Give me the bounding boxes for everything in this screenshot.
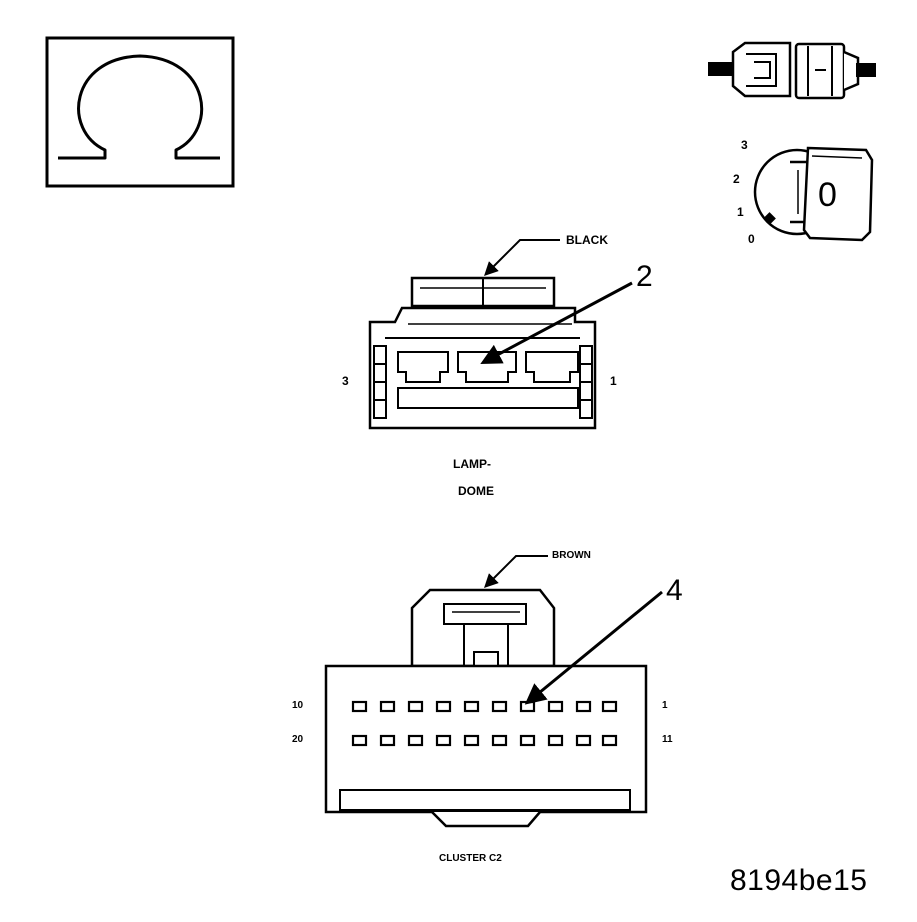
cluster-c2-callout: 4 xyxy=(666,574,683,607)
ohm-symbol: Ω xyxy=(61,38,62,39)
cluster-c2-pin-10: 10 xyxy=(292,700,304,711)
lamp-dome-connector xyxy=(368,239,633,430)
cluster-c2-color-label: BROWN xyxy=(552,550,591,561)
cluster-c2-connector xyxy=(324,555,663,828)
ignition-key-icon xyxy=(753,146,874,242)
lamp-dome-pin-1: 1 xyxy=(610,374,617,388)
cluster-c2-pin-1: 1 xyxy=(662,700,668,711)
disconnected-connector-icon xyxy=(708,41,876,100)
cluster-c2-pin-20: 20 xyxy=(292,734,304,745)
ignition-position-1: 1 xyxy=(737,205,744,219)
ignition-key-label: 0 xyxy=(818,176,837,214)
lamp-dome-name-line1: LAMP- xyxy=(453,457,491,471)
cluster-c2-pin-11: 11 xyxy=(662,734,673,745)
ignition-position-2: 2 xyxy=(733,172,740,186)
ignition-position-0: 0 xyxy=(748,232,755,246)
lamp-dome-callout: 2 xyxy=(636,260,653,293)
pin-row-2 xyxy=(351,734,618,747)
ignition-position-3: 3 xyxy=(741,138,748,152)
pin-row-1 xyxy=(351,700,618,713)
cluster-c2-name: CLUSTER C2 xyxy=(439,853,502,864)
ohm-icon xyxy=(45,36,235,188)
lamp-dome-color-label: BLACK xyxy=(566,233,608,247)
figure-id: 8194be15 xyxy=(730,864,868,897)
lamp-dome-pin-3: 3 xyxy=(342,374,349,388)
lamp-dome-name-line2: DOME xyxy=(458,484,494,498)
